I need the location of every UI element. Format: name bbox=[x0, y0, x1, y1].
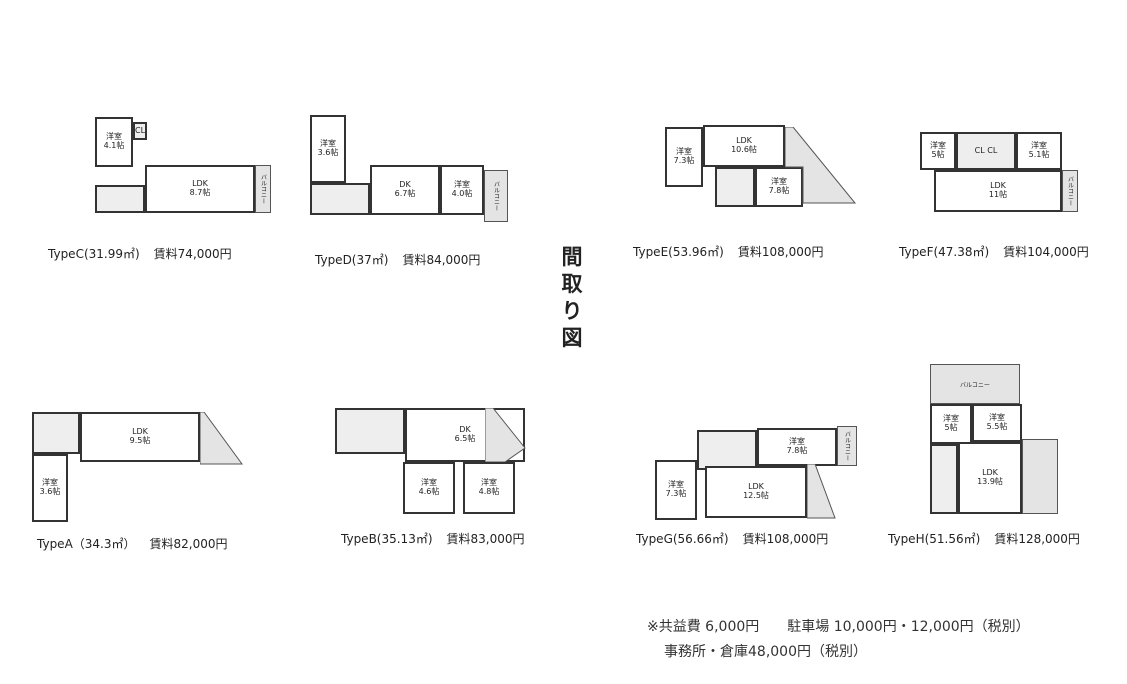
room-label: 洋室 bbox=[106, 132, 122, 142]
bathroom bbox=[697, 430, 757, 470]
caption-type-d: TypeD(37㎡)賃料84,000円 bbox=[315, 253, 481, 267]
fee-note: ※共益費 6,000円 駐車場 10,000円・12,000円（税別） bbox=[647, 619, 1030, 635]
caption-type-a: TypeA（34.3㎡）賃料82,000円 bbox=[37, 537, 228, 551]
balcony bbox=[485, 408, 526, 463]
page-title: 間取り図 bbox=[561, 244, 583, 350]
balcony: バルコニー bbox=[930, 364, 1020, 404]
room-size: 4.1帖 bbox=[103, 141, 125, 150]
bathroom bbox=[32, 412, 80, 454]
caption-type-e: TypeE(53.96㎡)賃料108,000円 bbox=[633, 245, 824, 259]
balcony bbox=[785, 127, 857, 204]
bathroom bbox=[310, 183, 370, 215]
balcony: バルコニー bbox=[1062, 170, 1078, 212]
caption-type-c: TypeC(31.99㎡)賃料74,000円 bbox=[48, 247, 232, 261]
bathroom bbox=[95, 185, 145, 213]
office-note: 事務所・倉庫48,000円（税別） bbox=[664, 644, 867, 660]
caption-type-h: TypeH(51.56㎡)賃料128,000円 bbox=[888, 532, 1080, 546]
caption-type-f: TypeF(47.38㎡)賃料104,000円 bbox=[899, 245, 1089, 259]
balcony: バルコニー bbox=[255, 165, 271, 213]
balcony bbox=[807, 464, 836, 519]
bathroom bbox=[715, 167, 755, 207]
balcony bbox=[1022, 439, 1058, 514]
closet: CL bbox=[133, 122, 147, 140]
balcony: バルコニー bbox=[837, 426, 857, 466]
balcony bbox=[200, 412, 243, 465]
caption-type-g: TypeG(56.66㎡)賃料108,000円 bbox=[636, 532, 829, 546]
balcony: バルコニー bbox=[484, 170, 508, 222]
bathroom bbox=[930, 444, 958, 514]
caption-type-b: TypeB(35.13㎡)賃料83,000円 bbox=[341, 532, 525, 546]
closets: CL CL bbox=[956, 132, 1016, 170]
bathroom bbox=[335, 408, 405, 454]
